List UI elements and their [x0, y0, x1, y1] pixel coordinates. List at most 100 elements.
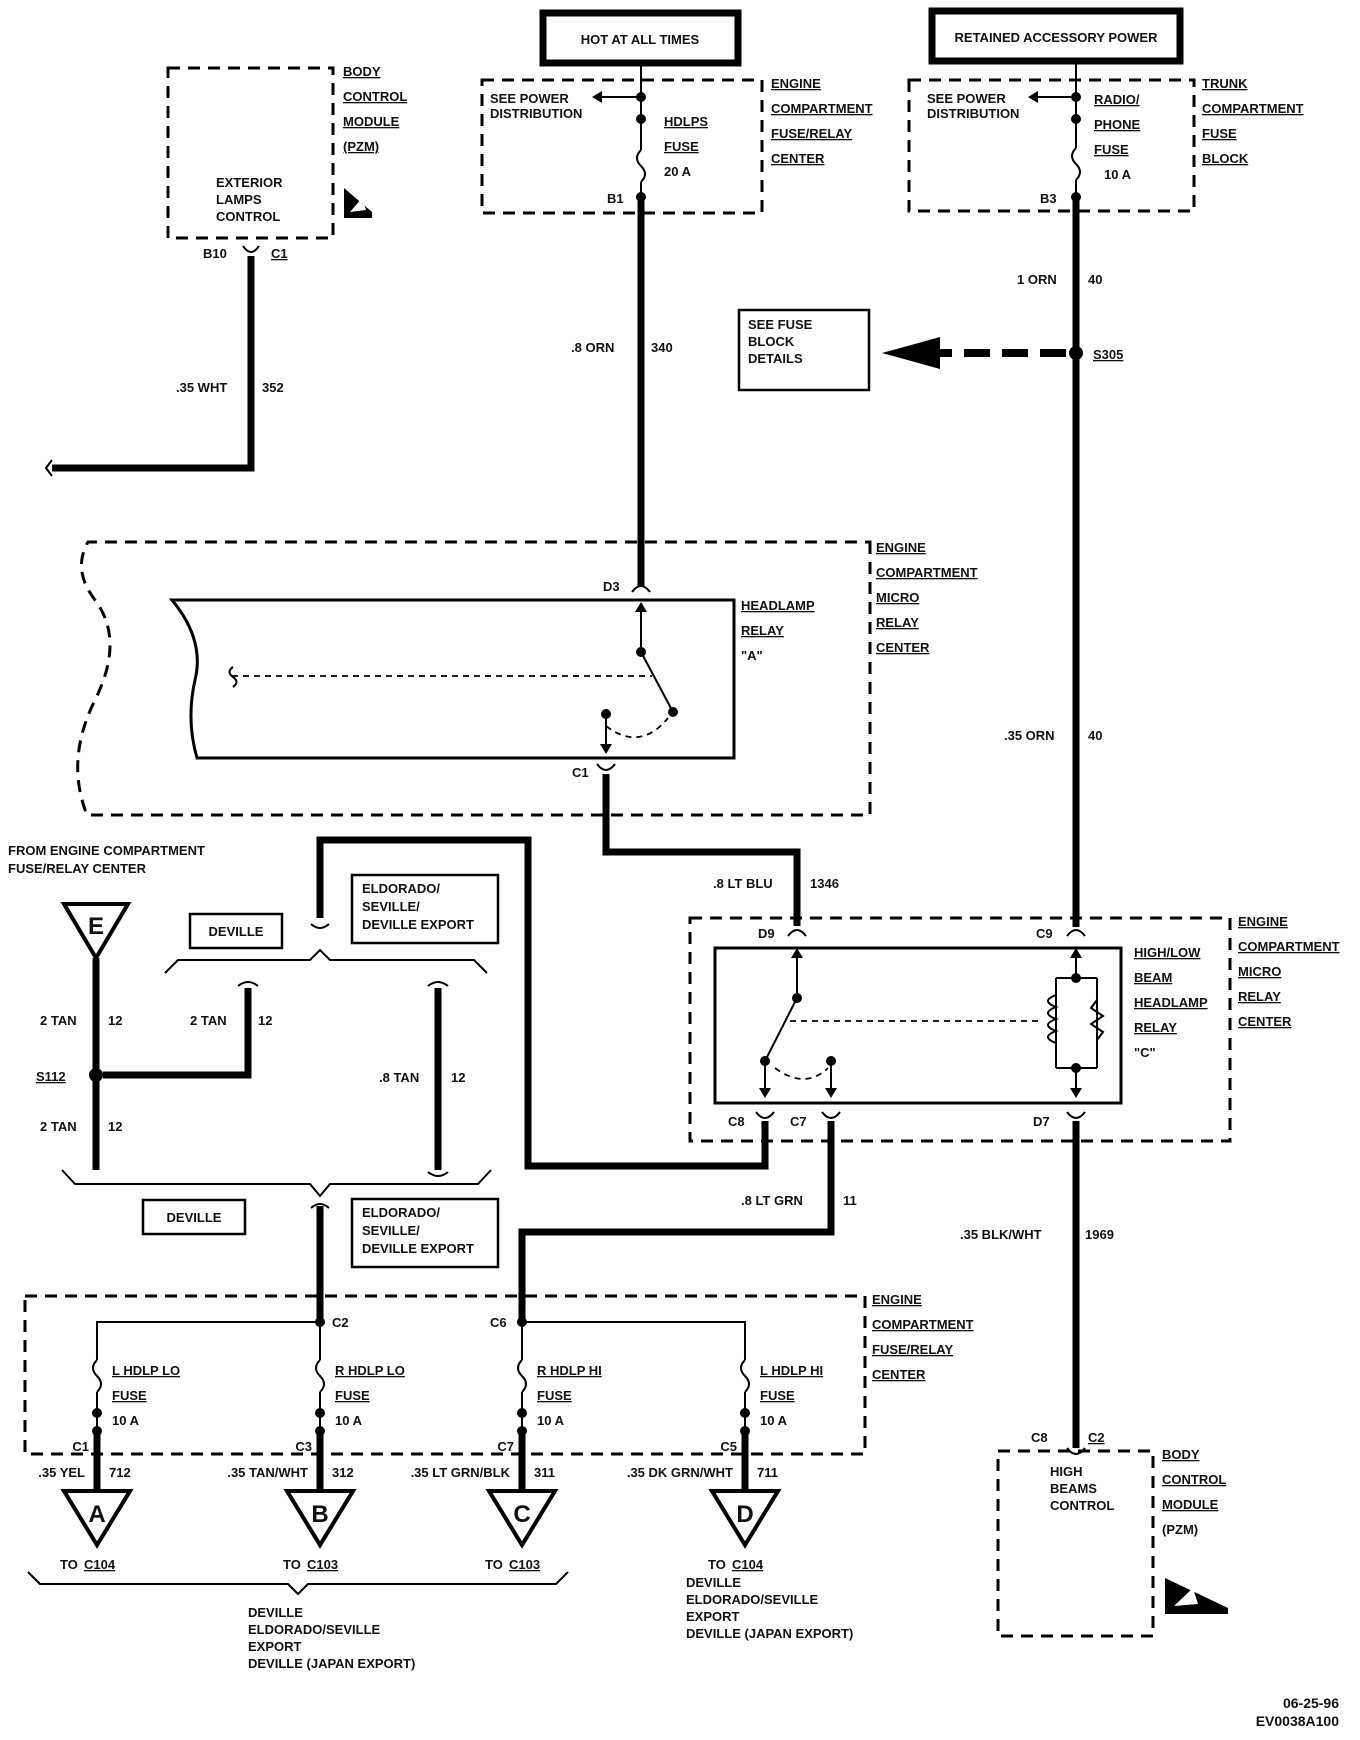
relay-a-name-1: RELAY — [741, 623, 784, 638]
svg-text:DEVILLE EXPORT: DEVILLE EXPORT — [362, 917, 474, 932]
svg-text:(PZM): (PZM) — [1162, 1522, 1198, 1537]
from-ec-1: FUSE/RELAY CENTER — [8, 861, 147, 876]
fuse-icon — [92, 1359, 102, 1393]
svg-text:BLOCK: BLOCK — [748, 334, 795, 349]
fuse-label: FUSE — [335, 1388, 370, 1403]
bcm-top-inner-1: LAMPS — [216, 192, 262, 207]
connector-marker-label: C — [513, 1501, 530, 1528]
footer-date: 06-25-96 — [1283, 1695, 1339, 1711]
wire-11-circuit: 11 — [843, 1193, 857, 1208]
svg-text:HIGH: HIGH — [1050, 1464, 1083, 1479]
svg-text:CENTER: CENTER — [876, 640, 930, 655]
relay-c-pin-c9: C9 — [1036, 926, 1053, 941]
fuse-icon — [517, 1359, 527, 1393]
fuse-icon — [740, 1359, 750, 1393]
high-low-relay-c-box — [713, 946, 1123, 1105]
to-connector: C104 — [732, 1557, 764, 1572]
svg-text:CENTER: CENTER — [872, 1367, 926, 1382]
bcm-top-line-1: CONTROL — [343, 89, 407, 104]
fuse-name: R HDLP LO — [335, 1363, 405, 1378]
svg-text:CENTER: CENTER — [1238, 1014, 1292, 1029]
arrow-left-icon — [592, 91, 602, 103]
fuse-label: FUSE — [537, 1388, 572, 1403]
wire-40-gauge: 1 ORN — [1017, 272, 1057, 287]
svg-text:PHONE: PHONE — [1094, 117, 1141, 132]
connector-marker-triangle — [60, 1489, 134, 1549]
svg-text:FUSE: FUSE — [1094, 142, 1129, 157]
splice-s305 — [1069, 346, 1083, 360]
to-connector: C104 — [84, 1557, 116, 1572]
deville-box-upper — [188, 912, 284, 950]
svg-text:TRUNK: TRUNK — [1202, 76, 1248, 91]
from-ec-0: FROM ENGINE COMPARTMENT — [8, 843, 205, 858]
wire-352-circuit: 352 — [262, 380, 284, 395]
svg-text:RADIO/: RADIO/ — [1094, 92, 1140, 107]
svg-text:BEAM: BEAM — [1134, 970, 1172, 985]
svg-text:EXPORT: EXPORT — [248, 1639, 302, 1654]
svg-text:ENGINE: ENGINE — [876, 540, 926, 555]
svg-text:FUSE/RELAY: FUSE/RELAY — [872, 1342, 953, 1357]
svg-text:MICRO: MICRO — [876, 590, 919, 605]
bcm-bottom: BODY CONTROL MODULE (PZM) HIGH BEAMS CON… — [996, 1447, 1228, 1638]
to-label: TO — [60, 1557, 78, 1572]
svg-text:DEVILLE (JAPAN EXPORT): DEVILLE (JAPAN EXPORT) — [248, 1656, 415, 1671]
connector-marker-triangle — [485, 1489, 559, 1549]
svg-text:COMPARTMENT: COMPARTMENT — [771, 101, 873, 116]
svg-text:SEE POWER: SEE POWER — [490, 91, 569, 106]
svg-text:CONTROL: CONTROL — [1050, 1498, 1114, 1513]
fuse-rating: 10 A — [112, 1413, 140, 1428]
fc-c6: C6 — [490, 1315, 507, 1330]
wire-circuit: 312 — [332, 1465, 354, 1480]
coil-icon — [1047, 994, 1059, 1044]
tan-w4-gauge: 2 TAN — [40, 1119, 77, 1134]
bcm-top-line-2: MODULE — [343, 114, 400, 129]
svg-text:SEE POWER: SEE POWER — [927, 91, 1006, 106]
svg-text:DEVILLE: DEVILLE — [248, 1605, 303, 1620]
to-connector: C103 — [509, 1557, 540, 1572]
svg-text:RELAY: RELAY — [1238, 989, 1281, 1004]
wire-gauge: .35 LT GRN/BLK — [411, 1465, 511, 1480]
fuse-pin: C7 — [497, 1439, 514, 1454]
svg-text:"C": "C" — [1134, 1045, 1156, 1060]
svg-text:COMPARTMENT: COMPARTMENT — [1202, 101, 1304, 116]
svg-text:RELAY: RELAY — [1134, 1020, 1177, 1035]
svg-text:ENGINE: ENGINE — [1238, 914, 1288, 929]
bcm-top: BODY CONTROL MODULE (PZM) EXTERIOR LAMPS… — [166, 64, 407, 240]
svg-text:DEVILLE: DEVILLE — [209, 924, 264, 939]
tan-w2-gauge: 2 TAN — [190, 1013, 227, 1028]
splice-s305-label: S305 — [1093, 347, 1123, 362]
headlamp-relay-a-box — [168, 598, 736, 760]
splice-s112-label: S112 — [36, 1069, 66, 1084]
tan-w1-circuit: 12 — [108, 1013, 122, 1028]
svg-text:EXPORT: EXPORT — [686, 1609, 740, 1624]
bcm-top-line-0: BODY — [343, 64, 381, 79]
svg-text:ENGINE: ENGINE — [872, 1292, 922, 1307]
relay-a-pin-top: D3 — [603, 579, 620, 594]
connector-marker-triangle — [708, 1489, 782, 1549]
fuse-pin: C1 — [72, 1439, 89, 1454]
bcm-top-line-3: (PZM) — [343, 139, 379, 154]
wire-gauge: .35 DK GRN/WHT — [627, 1465, 733, 1480]
trunk-fuse-block: TRUNK COMPARTMENT FUSE BLOCK SEE POWER D… — [907, 76, 1304, 213]
wire-340-gauge: .8 ORN — [571, 340, 614, 355]
ecfrc-top-pin: B1 — [607, 191, 624, 206]
deville-box-lower — [141, 1198, 247, 1236]
e-marker-label: E — [88, 913, 104, 940]
svg-text:COMPARTMENT: COMPARTMENT — [1238, 939, 1340, 954]
svg-text:FUSE: FUSE — [664, 139, 699, 154]
relay-a-name-2: "A" — [741, 648, 763, 663]
fuse-name: R HDLP HI — [537, 1363, 602, 1378]
bcm-top-inner-0: EXTERIOR — [216, 175, 283, 190]
connector-marker-label: B — [311, 1501, 328, 1528]
micro-relay-center-c: ENGINE COMPARTMENT MICRO RELAY CENTER — [688, 914, 1340, 1143]
wire-circuit: 711 — [757, 1465, 778, 1480]
wire-1969-circuit: 1969 — [1085, 1227, 1114, 1242]
svg-text:DEVILLE: DEVILLE — [686, 1575, 741, 1590]
fc-c2: C2 — [332, 1315, 349, 1330]
svg-text:DEVILLE (JAPAN EXPORT): DEVILLE (JAPAN EXPORT) — [686, 1626, 853, 1641]
esd-warning-icon — [1165, 1578, 1228, 1614]
svg-text:20 A: 20 A — [664, 164, 692, 179]
svg-text:DISTRIBUTION: DISTRIBUTION — [490, 106, 582, 121]
svg-text:DISTRIBUTION: DISTRIBUTION — [927, 106, 1019, 121]
svg-text:HDLPS: HDLPS — [664, 114, 708, 129]
